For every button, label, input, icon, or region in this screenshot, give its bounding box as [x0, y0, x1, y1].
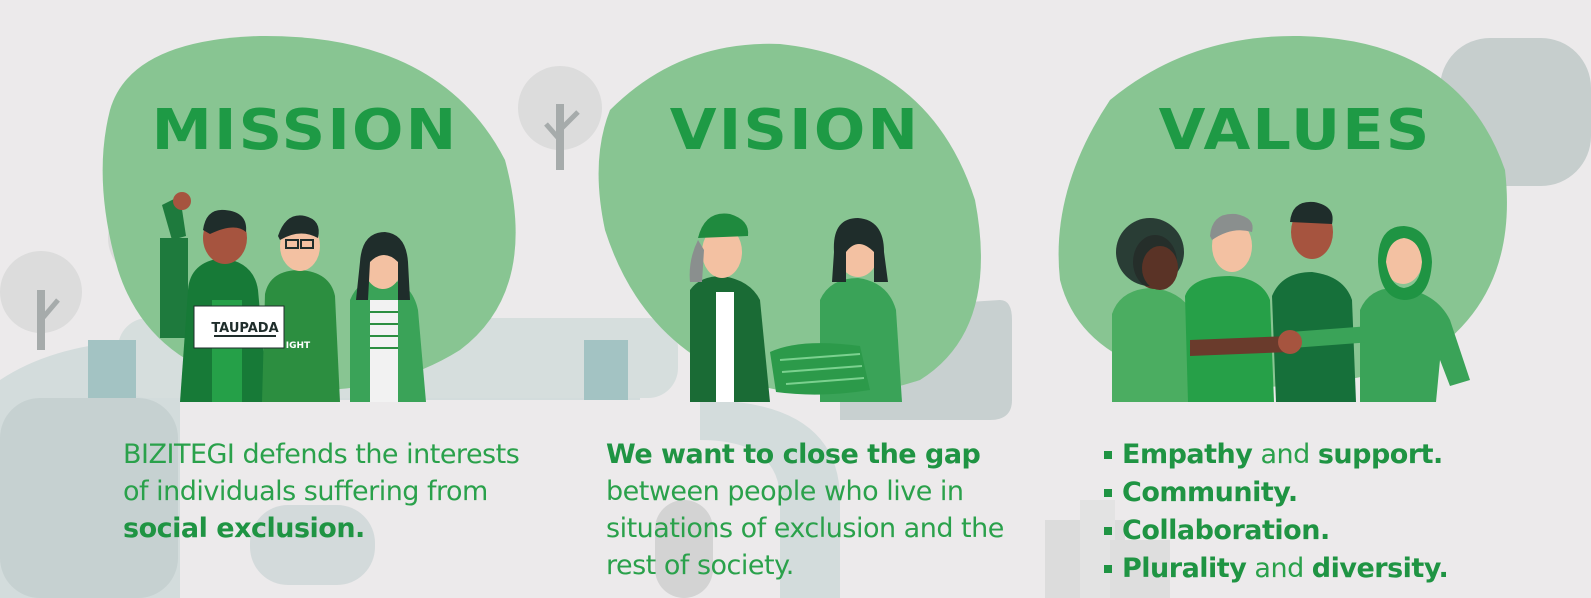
values-item: Plurality and diversity.	[1104, 550, 1449, 588]
values-item-bold: diversity.	[1311, 553, 1449, 584]
mission-text: BIZITEGI defends the interests of indivi…	[123, 436, 543, 547]
mission-text-regular: BIZITEGI defends the interests of indivi…	[123, 439, 520, 507]
values-item-bold: Collaboration.	[1122, 515, 1330, 546]
values-item: Empathy and support.	[1104, 436, 1448, 474]
values-item: Collaboration.	[1104, 512, 1448, 550]
values-item-bold: Plurality	[1122, 553, 1247, 584]
vision-text: We want to close the gap between people …	[606, 436, 1056, 584]
values-item-regular: and	[1246, 553, 1312, 584]
values-item-regular: and	[1252, 439, 1318, 470]
values-item-bold: support.	[1317, 439, 1443, 470]
mission-text-bold: social exclusion.	[123, 513, 365, 544]
vision-text-regular: between people who live in situations of…	[606, 476, 1004, 581]
values-item-bold: Community.	[1122, 477, 1298, 508]
vision-text-bold: We want to close the gap	[606, 439, 981, 470]
sign-text: TAUPADA	[211, 321, 278, 336]
blanket-handover-illustration	[689, 213, 902, 402]
values-list: Empathy and support. Community. Collabor…	[1104, 436, 1449, 588]
shirt-text: IGHT	[286, 341, 311, 351]
mission-title: MISSION	[151, 98, 459, 163]
people-group-illustration: TAUPADA IGHT	[160, 192, 426, 402]
values-item: Community.	[1104, 474, 1448, 512]
values-title: VALUES	[1158, 98, 1432, 163]
joined-hands-illustration	[1112, 201, 1470, 402]
vision-title: VISION	[669, 98, 921, 163]
values-item-bold: Empathy	[1122, 439, 1253, 470]
